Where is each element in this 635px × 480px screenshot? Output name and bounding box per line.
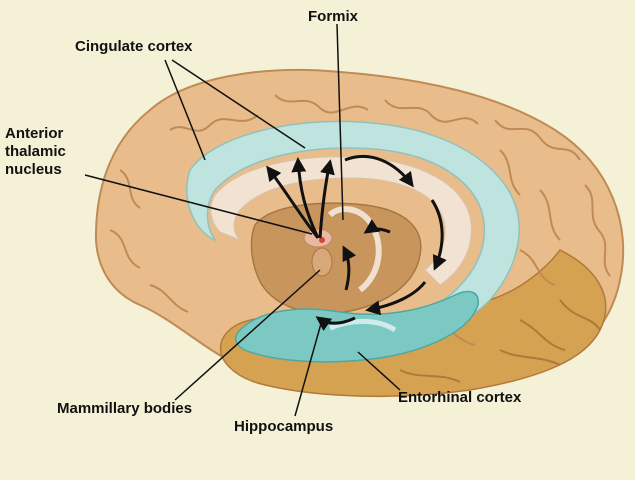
label-mammillary-bodies: Mammillary bodies <box>57 400 193 417</box>
label-fornix: Formix <box>308 8 359 25</box>
label-hippocampus: Hippocampus <box>234 418 334 435</box>
mammillary-body <box>311 247 333 277</box>
label-anterior-thalamic-3: nucleus <box>5 161 62 178</box>
temporal-folds <box>399 299 601 383</box>
papez-circuit-arrows <box>266 155 447 332</box>
label-entorhinal-cortex: Entorhinal cortex <box>398 389 522 406</box>
gyri-folds <box>109 94 611 346</box>
hippocampus-region <box>234 290 479 363</box>
hippocampus-highlight <box>329 318 397 333</box>
mammillary-dot <box>319 237 325 243</box>
label-cingulate-cortex: Cingulate cortex <box>75 38 193 55</box>
label-anterior-thalamic-1: Anterior <box>5 125 64 142</box>
leader-lines <box>84 23 401 417</box>
label-anterior-thalamic-2: thalamic <box>5 143 66 160</box>
